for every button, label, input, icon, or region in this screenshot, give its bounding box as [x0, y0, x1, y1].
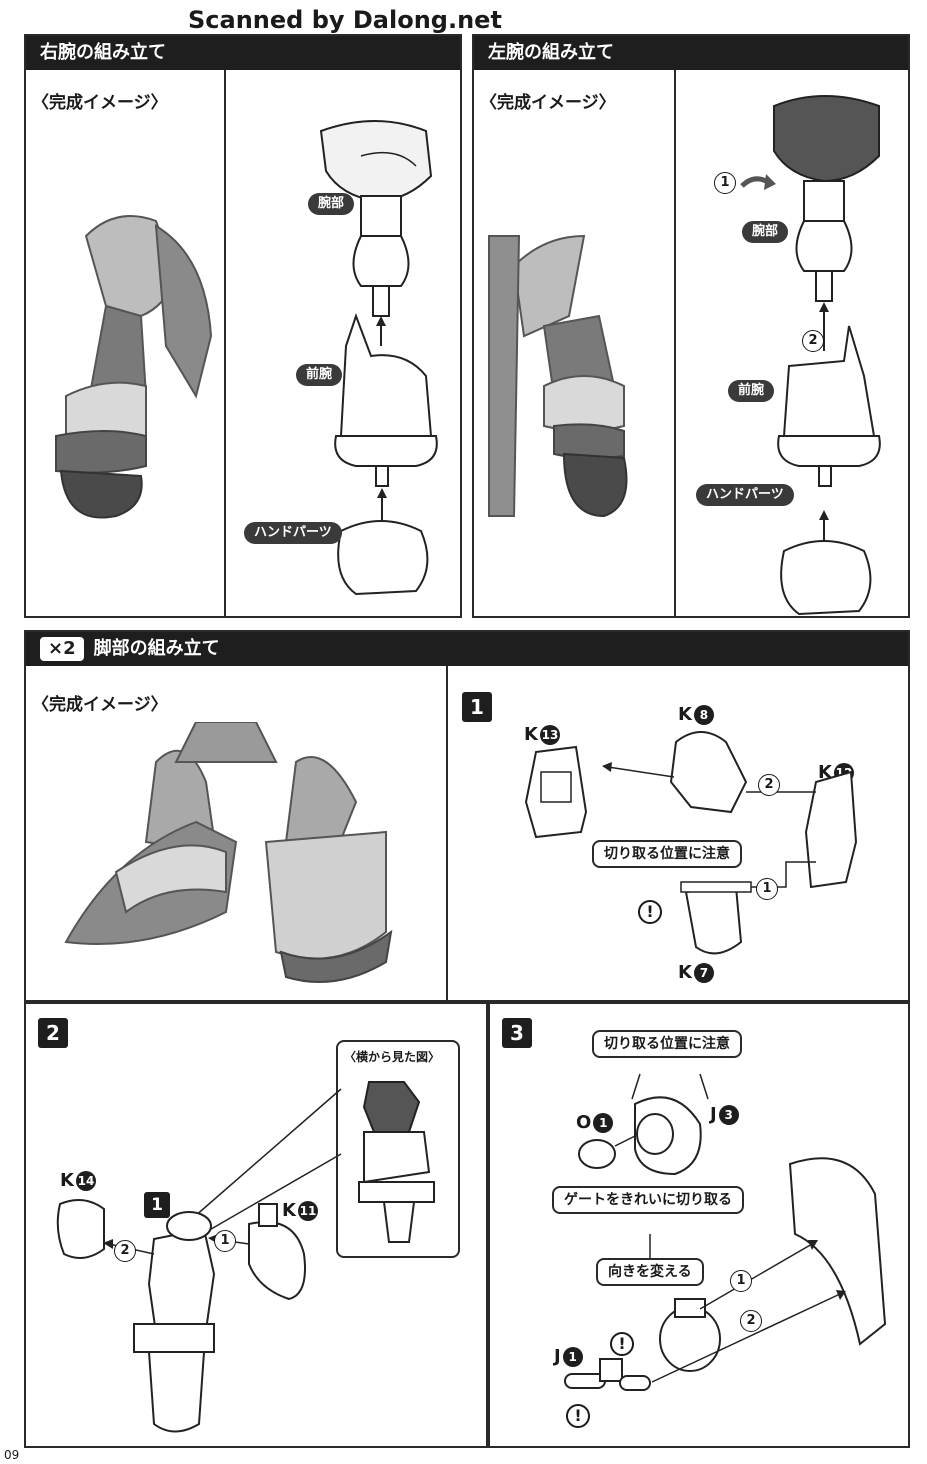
step-1-callout-cut: 切り取る位置に注意 — [592, 840, 742, 868]
part-j3: J 3 — [710, 1104, 739, 1125]
leg-title: 脚部の組み立て — [93, 638, 220, 659]
side-view-pointer-lines — [185, 1088, 342, 1233]
step-2-order-2: 2 — [114, 1240, 136, 1262]
right-arm-divider — [224, 70, 226, 618]
right-arm-label-forearm: 前腕 — [296, 364, 343, 386]
left-arm-exploded-illustration — [773, 95, 881, 616]
step-1-warning-icon: ! — [638, 900, 662, 924]
right-arm-label-arm: 腕部 — [308, 193, 355, 215]
part-k11-number: 11 — [297, 1200, 318, 1221]
left-arm-step-2: 2 — [802, 330, 824, 352]
part-k14-letter: K — [60, 1170, 74, 1191]
step-3-callout-turn: 向きを変える — [596, 1258, 704, 1286]
right-arm-image-label: 〈完成イメージ〉 — [32, 93, 168, 113]
part-j1-letter: J — [554, 1346, 561, 1367]
step-3-callout-gate: ゲートをきれいに切り取る — [552, 1186, 744, 1214]
step-3-order-2: 2 — [740, 1310, 762, 1332]
rotate-arrow-icon — [740, 174, 776, 190]
page-number: 09 — [4, 1448, 20, 1462]
right-arm-title: 右腕の組み立て — [26, 36, 460, 70]
right-arm-complete-illustration — [55, 215, 213, 519]
part-k8-number: 8 — [693, 704, 714, 725]
leg-complete-illustration — [64, 722, 393, 983]
part-k13-letter: K — [524, 724, 538, 745]
part-k8-letter: K — [678, 704, 692, 725]
left-arm-panel: 左腕の組み立て 〈完成イメージ〉 1 2 腕部 前腕 ハンドパーツ — [472, 34, 910, 618]
step-3-number: 3 — [502, 1018, 532, 1048]
step-2-illustration — [56, 1199, 306, 1433]
right-arm-label-hand: ハンドパーツ — [244, 522, 342, 544]
step-3-panel: 3 切り取る位置に注意 O 1 J 3 F 6 J 1 — [488, 1002, 910, 1448]
part-j3-number: 3 — [718, 1104, 739, 1125]
step-1-number: 1 — [462, 692, 492, 722]
watermark: Scanned by Dalong.net — [188, 6, 502, 34]
part-k11-letter: K — [282, 1200, 296, 1221]
step-3-warning-icon-top: ! — [610, 1332, 634, 1356]
part-j1-number: 1 — [562, 1346, 583, 1367]
step-1-order-2: 2 — [758, 774, 780, 796]
part-k7: K 7 — [678, 962, 714, 983]
step-3-callout-cut: 切り取る位置に注意 — [592, 1030, 742, 1058]
side-view-label: 〈横から見た図〉 — [344, 1050, 441, 1064]
left-arm-complete-illustration — [488, 234, 628, 518]
part-k14: K 14 — [60, 1170, 96, 1191]
step-2-panel: 2 〈横から見た図〉 1 K 14 K 11 — [24, 1002, 488, 1448]
right-arm-panel: 右腕の組み立て 〈完成イメージ〉 腕部 前腕 ハンドパーツ — [24, 34, 462, 618]
part-k11: K 11 — [282, 1200, 318, 1221]
part-o1: O 1 — [576, 1112, 614, 1133]
side-view-inset: 〈横から見た図〉 — [336, 1040, 460, 1258]
leg-header: ×2 脚部の組み立て — [26, 632, 908, 666]
left-arm-label-arm: 腕部 — [742, 221, 789, 243]
left-arm-step-1: 1 — [714, 172, 736, 194]
part-k14-number: 14 — [75, 1170, 96, 1191]
part-o1-number: 1 — [593, 1112, 614, 1133]
leg-multiplier: ×2 — [40, 637, 84, 661]
part-k8: K 8 — [678, 704, 714, 725]
step-3-order-1: 1 — [730, 1270, 752, 1292]
part-k7-number: 7 — [693, 962, 714, 983]
part-o1-letter: O — [576, 1112, 592, 1133]
step-3-illustration — [564, 1073, 887, 1391]
step-2-number: 2 — [38, 1018, 68, 1048]
right-arm-exploded-illustration — [319, 120, 438, 596]
left-arm-label-forearm: 前腕 — [728, 380, 775, 402]
step-3-warning-icon-bottom: ! — [566, 1404, 590, 1428]
left-arm-divider — [674, 70, 676, 618]
left-arm-title: 左腕の組み立て — [474, 36, 908, 70]
step-2-order-1: 1 — [214, 1230, 236, 1252]
step-2-sub-step: 1 — [144, 1192, 170, 1218]
part-j3-letter: J — [710, 1104, 717, 1125]
step-1-order-1: 1 — [756, 878, 778, 900]
leg-divider — [446, 666, 448, 1002]
leg-image-label: 〈完成イメージ〉 — [32, 695, 168, 715]
leg-panel: ×2 脚部の組み立て 〈完成イメージ〉 1 K 13 K 8 K 1 2 K 7 — [24, 630, 910, 1002]
left-arm-label-hand: ハンドパーツ — [696, 484, 794, 506]
part-k13-number: 13 — [539, 724, 560, 745]
left-arm-image-label: 〈完成イメージ〉 — [480, 93, 616, 113]
part-k13: K 13 — [524, 724, 560, 745]
part-k7-letter: K — [678, 962, 692, 983]
part-j1: J 1 — [554, 1346, 583, 1367]
side-view-illustration — [358, 1081, 435, 1243]
